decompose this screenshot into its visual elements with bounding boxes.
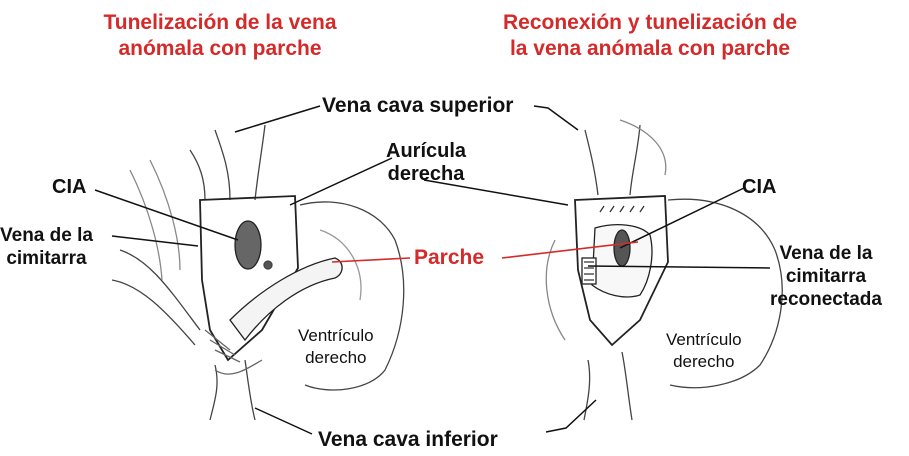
label-vena-cava-inferior: Vena cava inferior [318, 428, 498, 451]
label-ventriculo-left: Ventrículo derecho [298, 325, 374, 369]
label-vena-cimitarra: Vena de la cimitarra [0, 224, 93, 270]
title-left-line-1: Tunelización de la vena [95, 10, 345, 36]
label-parche: Parche [414, 246, 484, 269]
label-auricula-line-1: Aurícula [386, 140, 466, 163]
label-ventriculo-right-line-2: derecho [666, 351, 742, 373]
label-auricula-derecha: Aurícula derecha [386, 140, 466, 186]
label-vena-cimitarra-line-2: cimitarra [0, 247, 93, 270]
label-ventriculo-left-line-2: derecho [298, 347, 374, 369]
label-recon-line-2: cimitarra [770, 265, 882, 288]
label-auricula-line-2: derecha [386, 163, 466, 186]
label-recon-line-1: Vena de la [770, 242, 882, 265]
label-ventriculo-right-line-1: Ventrículo [666, 329, 742, 351]
label-cia-right: CIA [742, 176, 776, 199]
label-cia-left: CIA [52, 176, 86, 199]
right-heart-sketch [546, 120, 782, 420]
label-vena-cava-superior: Vena cava superior [322, 94, 513, 117]
label-vena-cimitarra-line-1: Vena de la [0, 224, 93, 247]
label-ventriculo-left-line-1: Ventrículo [298, 325, 374, 347]
left-heart-sketch [112, 125, 404, 420]
label-ventriculo-right: Ventrículo derecho [666, 329, 742, 373]
title-left: Tunelización de la vena anómala con parc… [95, 10, 345, 62]
title-right-line-2: la vena anómala con parche [485, 36, 815, 62]
label-recon-line-3: reconectada [770, 288, 882, 311]
label-vena-cimitarra-reconectada: Vena de la cimitarra reconectada [770, 242, 882, 311]
title-left-line-2: anómala con parche [95, 36, 345, 62]
title-right: Reconexión y tunelización de la vena anó… [485, 10, 815, 62]
title-right-line-1: Reconexión y tunelización de [485, 10, 815, 36]
